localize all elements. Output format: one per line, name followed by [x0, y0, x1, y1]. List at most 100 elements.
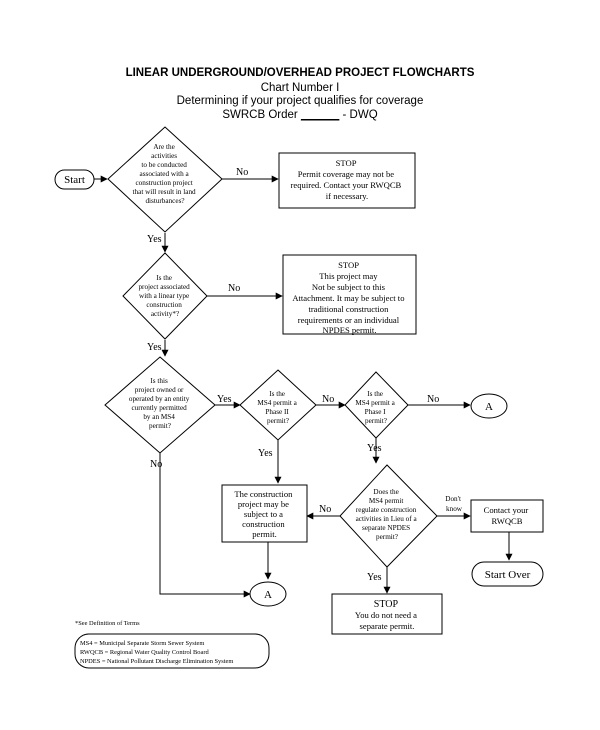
decision-ms4-entity-text: Is this project owned or operated by an …: [129, 377, 191, 430]
box-line: subject to a: [244, 509, 283, 519]
decision-line: operated by an entity: [129, 395, 190, 403]
label-no-2: No: [228, 283, 240, 294]
decision-line: permit?: [365, 417, 387, 425]
label-no-1: No: [236, 167, 248, 178]
chart-number: Chart Number I: [260, 82, 340, 94]
decision-line: construction project: [135, 179, 192, 187]
box-line: separate permit.: [360, 621, 415, 631]
box-subject-to-permit: The construction project may be subject …: [221, 484, 308, 543]
decision-line: construction: [146, 301, 182, 309]
box-line: STOP: [336, 158, 357, 168]
box-line: Permit coverage may not be: [298, 169, 395, 179]
label-no-5: No: [150, 459, 162, 470]
term-npdes: NPDES = National Pollutant Discharge Eli…: [80, 658, 233, 665]
box-line: RWQCB: [491, 516, 522, 526]
box-line: NPDES permit.: [323, 325, 377, 335]
label-yes-5: Yes: [367, 443, 382, 454]
decision-phase-ii: Is the MS4 permit a Phase II permit?: [239, 369, 317, 441]
box-line: The construction: [234, 489, 293, 499]
decision-line: Does the: [373, 488, 398, 496]
box-line: Not be subject to this: [312, 282, 386, 292]
label-yes-1: Yes: [147, 234, 162, 245]
order-prefix: SWRCB Order: [222, 109, 298, 121]
term-ms4: MS4 = Municipal Separate Storm Sewer Sys…: [80, 640, 204, 647]
decision-line: Is the: [367, 390, 383, 398]
label-dont-know-line: know: [446, 505, 463, 513]
decision-line: permit?: [376, 533, 398, 541]
box-line: Attachment. It may be subject to: [292, 293, 404, 303]
connector-a-bottom-label: A: [264, 589, 272, 601]
connector-a-right: A: [470, 393, 508, 419]
label-no-3: No: [322, 394, 334, 405]
terms-legend: MS4 = Municipal Separate Storm Sewer Sys…: [74, 633, 270, 669]
decision-phase-i: Is the MS4 permit a Phase I permit?: [344, 371, 409, 439]
box-line: construction: [242, 519, 285, 529]
box-line: STOP: [374, 599, 399, 610]
box-line: permit.: [252, 529, 277, 539]
decision-line: Is the: [156, 274, 172, 282]
decision-line: MS4 permit a: [257, 399, 297, 407]
box-stop-no-separate-permit: STOP You do not need a separate permit.: [331, 593, 443, 635]
decision-line: with a linear type: [139, 292, 189, 300]
label-dont-know: Don't know: [445, 495, 463, 513]
box-line: Contact your: [484, 505, 529, 515]
decision-line: Phase II: [265, 408, 289, 416]
connector-a-bottom: A: [249, 581, 287, 607]
order-suffix: - DWQ: [342, 109, 378, 121]
label-yes-3: Yes: [217, 394, 232, 405]
chart-subtitle: Determining if your project qualifies fo…: [176, 95, 424, 107]
terminal-start: Start: [54, 169, 95, 190]
decision-line: currently permitted: [131, 404, 187, 412]
decision-line: to be conducted: [141, 161, 187, 169]
box-contact-rwqcb-text: Contact your RWQCB: [484, 505, 531, 526]
decision-line: activities in Lieu of a: [356, 515, 418, 523]
box-contact-rwqcb: Contact your RWQCB: [470, 499, 544, 533]
decision-line: Are the: [153, 143, 174, 151]
decision-line: regulate construction: [356, 506, 417, 514]
decision-phase-i-text: Is the MS4 permit a Phase I permit?: [355, 390, 396, 425]
box-subject-to-permit-text: The construction project may be subject …: [234, 489, 294, 539]
decision-linear-construction: Is the project associated with a linear …: [122, 252, 208, 340]
decision-line: project owned or: [135, 386, 184, 394]
decision-ms4-entity: Is this project owned or operated by an …: [104, 356, 216, 454]
terminal-start-over-label: Start Over: [485, 569, 531, 581]
box-line: This project may: [319, 271, 378, 281]
decision-lieu-npdes-text: Does the MS4 permit regulate constructio…: [356, 488, 419, 541]
box-line: project may be: [238, 499, 289, 509]
decision-line: MS4 permit a: [355, 399, 395, 407]
decision-line: Is this: [150, 377, 168, 385]
decision-line: project associated: [138, 283, 190, 291]
terminal-start-label: Start: [64, 174, 85, 186]
edge-d3-a: [159, 453, 251, 598]
box-line: required. Contact your RWQCB: [291, 180, 402, 190]
decision-line: Phase I: [365, 408, 387, 416]
box-line: traditional construction: [308, 304, 389, 314]
box-stop-permit-not-required: STOP Permit coverage may not be required…: [278, 152, 416, 209]
terminal-start-over: Start Over: [471, 561, 544, 587]
decision-line: MS4 permit: [369, 497, 404, 505]
box-line: if necessary.: [326, 191, 368, 201]
decision-linear-construction-text: Is the project associated with a linear …: [138, 274, 191, 318]
connectors: [94, 175, 513, 598]
box-stop-permit-not-required-text: STOP Permit coverage may not be required…: [291, 158, 404, 201]
decision-line: separate NPDES: [362, 524, 410, 532]
decision-lieu-npdes: Does the MS4 permit regulate constructio…: [339, 464, 438, 568]
decision-line: that will result in land: [133, 188, 196, 196]
decision-line: associated with a: [140, 170, 190, 178]
connector-a-right-label: A: [485, 401, 493, 413]
box-line: requirements or an individual: [298, 315, 400, 325]
decision-line: permit?: [149, 422, 171, 430]
box-line: STOP: [338, 260, 359, 270]
term-rwqcb: RWQCB = Regional Water Quality Control B…: [80, 649, 209, 656]
page-title: LINEAR UNDERGROUND/OVERHEAD PROJECT FLOW…: [125, 67, 475, 79]
box-stop-not-subject: STOP This project may Not be subject to …: [282, 254, 417, 335]
box-line: You do not need a: [355, 610, 417, 620]
decision-land-disturbance: Are the activities to be conducted assoc…: [107, 126, 223, 233]
order-line: SWRCB Order ______ - DWQ: [0, 109, 600, 121]
decision-land-disturbance-text: Are the activities to be conducted assoc…: [133, 143, 198, 205]
box-stop-not-subject-text: STOP This project may Not be subject to …: [292, 260, 406, 335]
box-stop-no-separate-permit-text: STOP You do not need a separate permit.: [355, 599, 419, 631]
label-yes-6: Yes: [367, 572, 382, 583]
